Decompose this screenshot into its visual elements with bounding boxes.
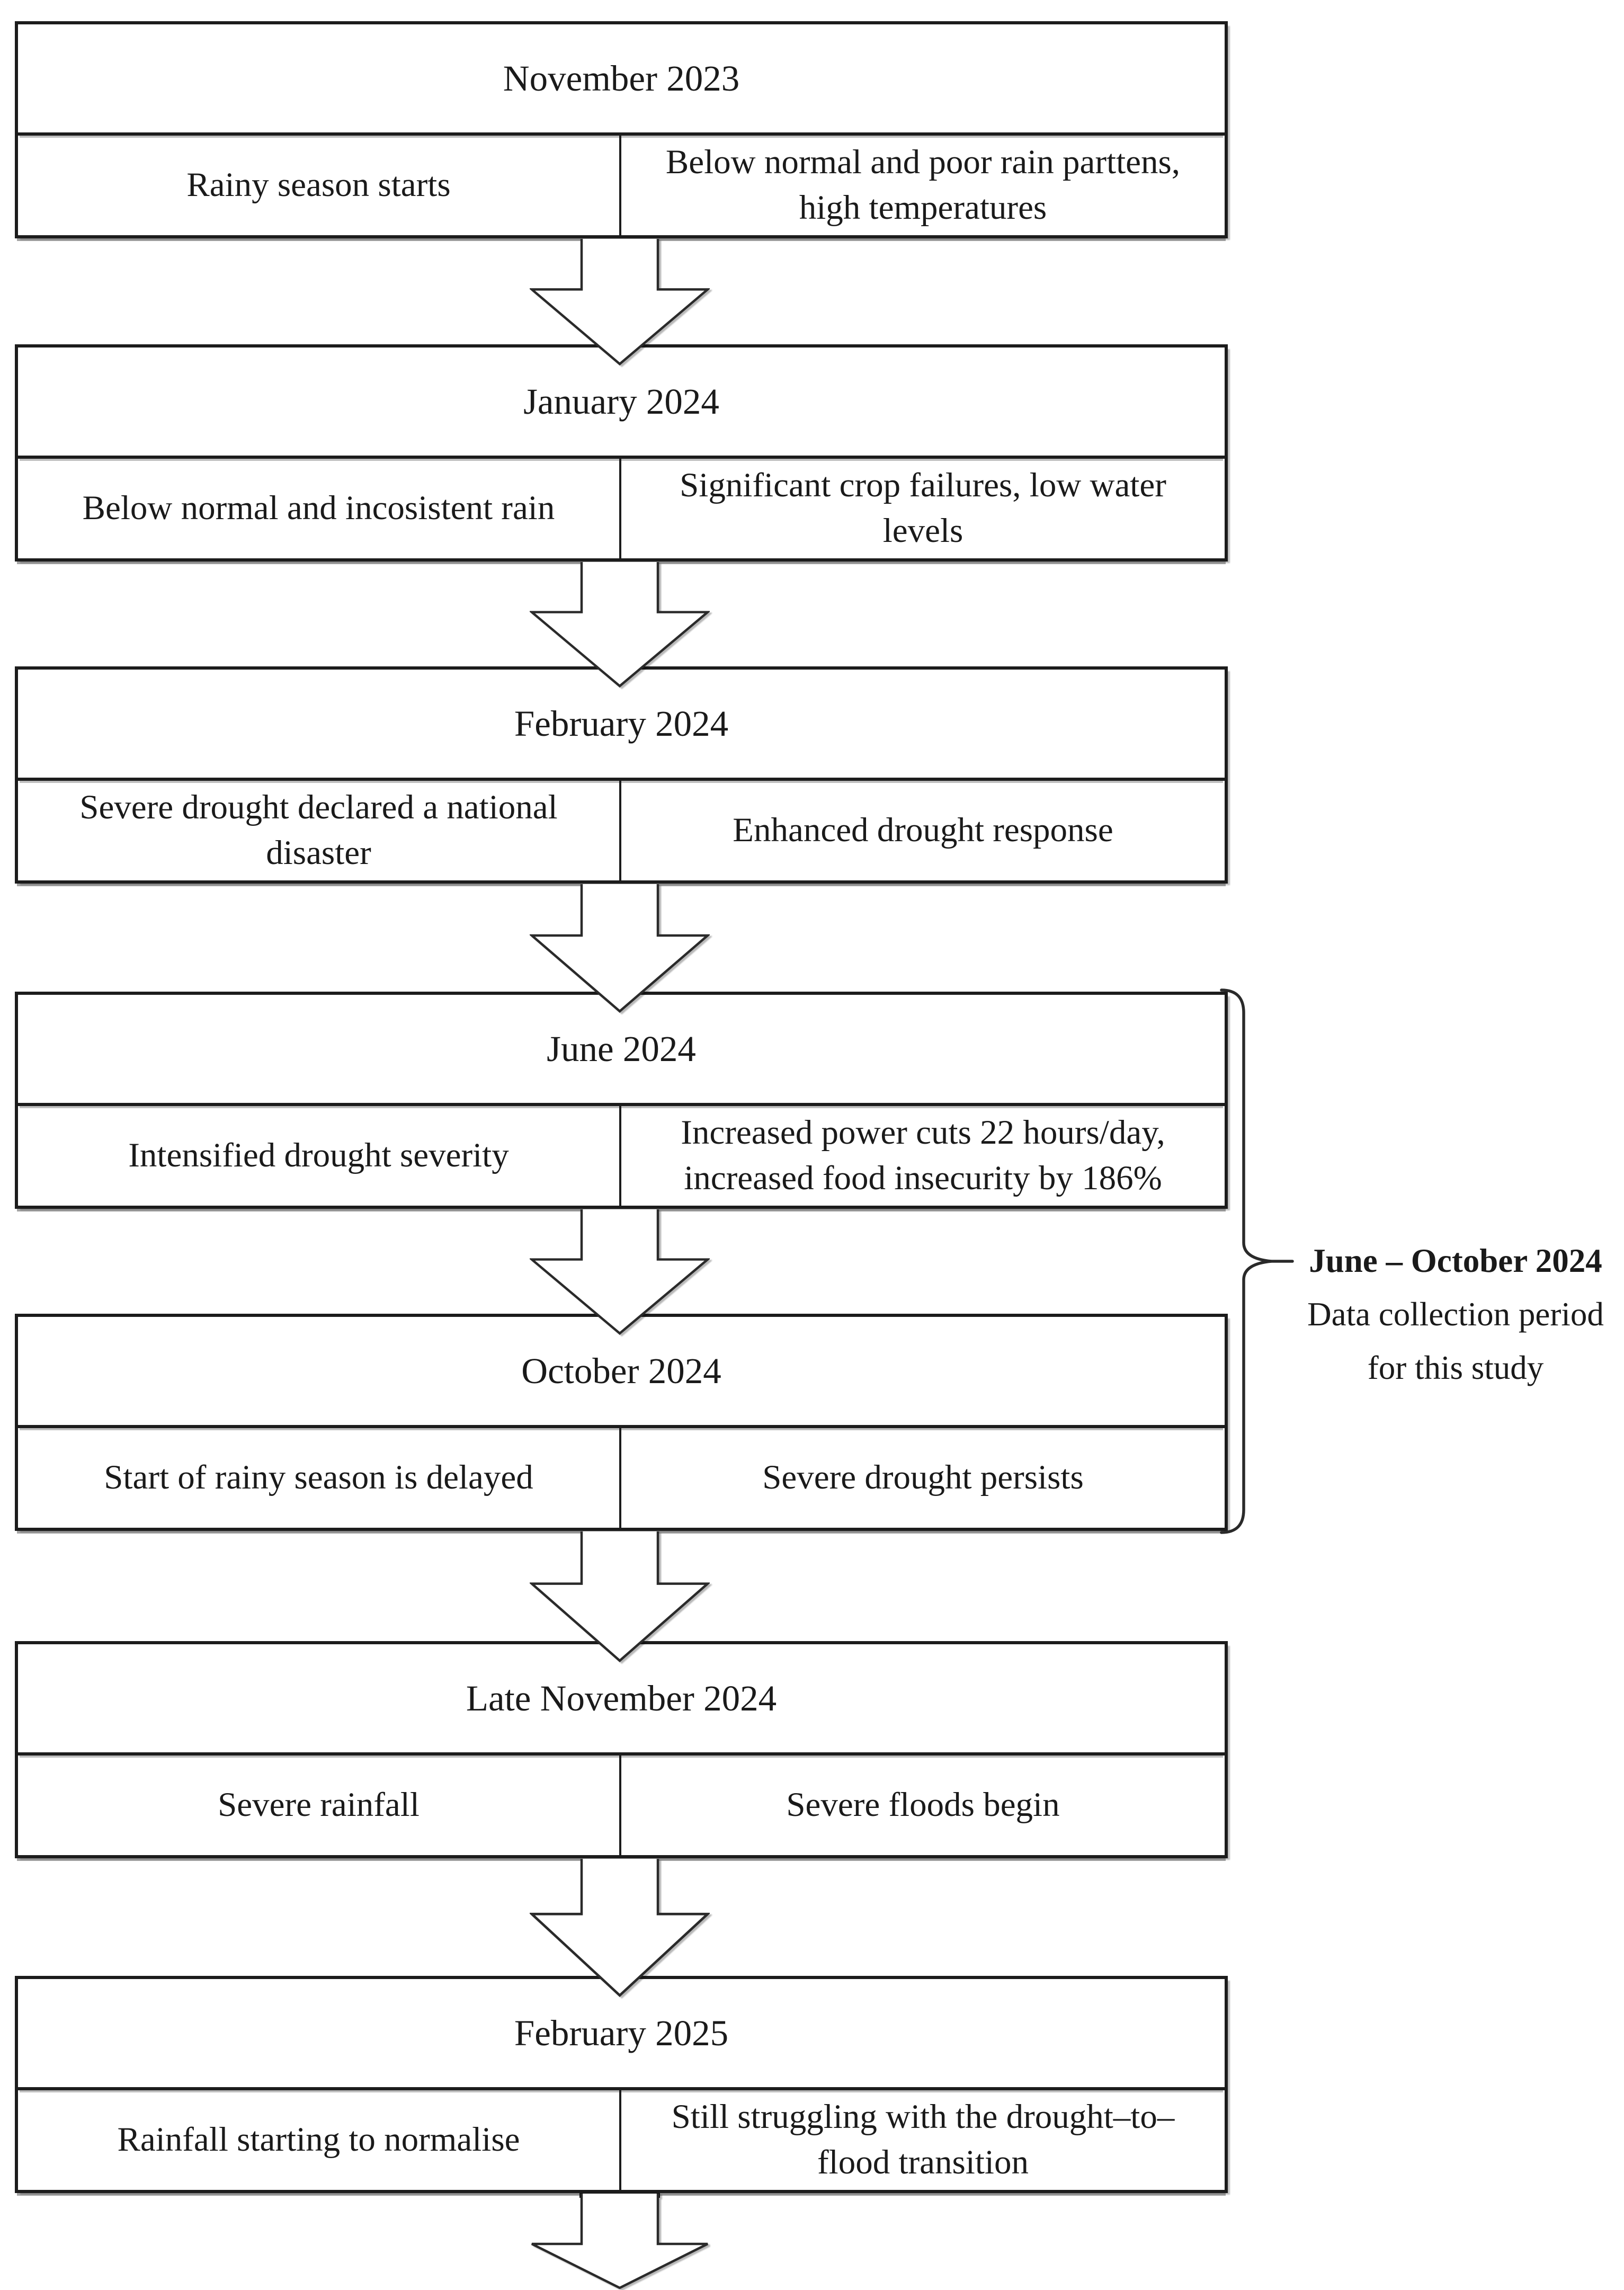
bracket-subtitle: for this study xyxy=(1367,1349,1544,1386)
box-title: February 2024 xyxy=(18,670,1225,781)
timeline-box-late-november-2024: Late November 2024 Severe rainfall Sever… xyxy=(15,1641,1228,1858)
box-cell-right: Increased power cuts 22 hours/day, incre… xyxy=(681,1113,1165,1197)
box-cell-right: Severe drought persists xyxy=(762,1458,1084,1497)
down-arrow-icon xyxy=(530,238,710,366)
box-cell-left: Start of rainy season is delayed xyxy=(18,1428,621,1528)
down-arrow-icon xyxy=(531,2193,709,2289)
bracket-label: June – October 2024 Data collection peri… xyxy=(1287,1234,1624,1395)
bracket-brace-icon xyxy=(1220,988,1294,1534)
down-arrow-icon xyxy=(530,562,710,688)
box-cell-left: Below normal and incosistent rain xyxy=(18,459,621,558)
box-cell-left: Rainfall starting to normalise xyxy=(18,2090,621,2190)
down-arrow-icon xyxy=(530,884,710,1013)
box-cell-left: Rainy season starts xyxy=(18,136,621,235)
box-cell-right: Significant crop failures, low water lev… xyxy=(680,466,1166,550)
timeline-box-january-2024: January 2024 Below normal and incosisten… xyxy=(15,344,1228,562)
box-title: October 2024 xyxy=(18,1317,1225,1428)
box-title: February 2025 xyxy=(18,1979,1225,2090)
timeline-box-october-2024: October 2024 Start of rainy season is de… xyxy=(15,1314,1228,1531)
down-arrow-icon xyxy=(530,1209,710,1335)
box-title: November 2023 xyxy=(18,24,1225,136)
box-title: Late November 2024 xyxy=(18,1644,1225,1756)
box-title: January 2024 xyxy=(18,347,1225,459)
box-cell-left: Intensified drought severity xyxy=(18,1106,621,1206)
box-cell-left: Severe rainfall xyxy=(18,1756,621,1855)
box-title: June 2024 xyxy=(18,995,1225,1106)
box-cell-right: Severe floods begin xyxy=(786,1786,1060,1824)
box-cell-right: Still struggling with the drought–to–flo… xyxy=(671,2098,1175,2181)
timeline-box-november-2023: November 2023 Rainy season starts Below … xyxy=(15,21,1228,238)
box-cell-right: Enhanced drought response xyxy=(733,811,1113,850)
down-arrow-icon xyxy=(530,1859,710,1997)
timeline-box-february-2024: February 2024 Severe drought declared a … xyxy=(15,666,1228,884)
box-cell-left: Severe drought declared a national disas… xyxy=(18,781,621,880)
bracket-subtitle: Data collection period xyxy=(1307,1296,1604,1333)
down-arrow-icon xyxy=(530,1531,710,1662)
bracket-title: June – October 2024 xyxy=(1309,1242,1602,1279)
box-cell-right: Below normal and poor rain parttens, hig… xyxy=(665,143,1181,227)
timeline-box-june-2024: June 2024 Intensified drought severity I… xyxy=(15,992,1228,1209)
timeline-box-february-2025: February 2025 Rainfall starting to norma… xyxy=(15,1976,1228,2193)
